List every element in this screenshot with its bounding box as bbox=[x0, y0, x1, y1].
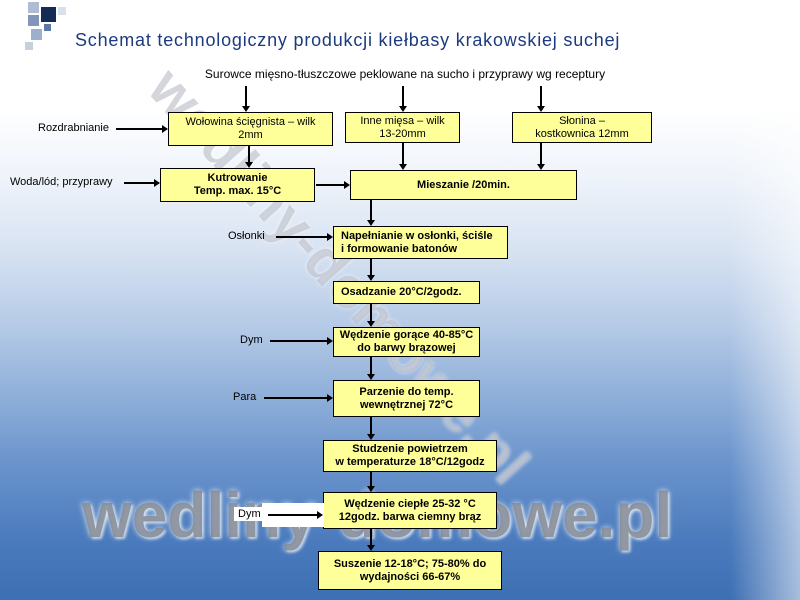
box-inne-miesa-line1: Inne mięsa – wilk bbox=[360, 114, 445, 127]
box-kutrowanie: Kutrowanie Temp. max. 15°C bbox=[160, 168, 315, 202]
deco-square bbox=[28, 15, 39, 26]
box-mieszanie: Mieszanie /20min. bbox=[350, 170, 577, 200]
box-inne-miesa: Inne mięsa – wilk 13-20mm bbox=[345, 112, 460, 143]
arrow-slonina-to-mieszanie bbox=[537, 143, 545, 170]
box-napelnianie-line2: i formowanie batonów bbox=[341, 242, 458, 255]
arrow-source-to-wolowina bbox=[242, 86, 250, 112]
box-napelnianie-line1: Napełnianie w osłonki, ściśle bbox=[341, 229, 493, 242]
box-suszenie-line1: Suszenie 12-18°C; 75-80% do bbox=[333, 557, 487, 570]
page-title: Schemat technologiczny produkcji kiełbas… bbox=[75, 30, 621, 50]
label-dym-1: Dym bbox=[240, 334, 263, 346]
arrow-dym-2 bbox=[268, 511, 323, 519]
box-wedzenie-cieple-line2: 12godz. barwa ciemny brąz bbox=[338, 510, 482, 523]
arrow-source-to-slonina bbox=[537, 86, 545, 112]
right-gradient-band bbox=[730, 0, 800, 600]
box-parzenie: Parzenie do temp. wewnętrznej 72°C bbox=[333, 380, 480, 417]
box-wedzenie-gorace-line1: Wędzenie gorące 40-85°C bbox=[339, 329, 474, 341]
arrow-dym-1 bbox=[270, 337, 333, 345]
arrow-wedzenie-gorace-to-parzenie bbox=[367, 357, 375, 380]
box-wolowina: Wołowina ścięgnista – wilk 2mm bbox=[168, 112, 333, 146]
deco-square bbox=[58, 7, 66, 15]
box-wedzenie-gorace-line2: do barwy brązowej bbox=[357, 342, 456, 354]
arrow-mieszanie-to-napelnianie bbox=[367, 200, 375, 226]
box-osadzanie-line1: Osadzanie 20°C/2godz. bbox=[341, 286, 462, 298]
label-dym-2: Dym bbox=[234, 507, 265, 521]
box-wolowina-line1: Wołowina ścięgnista – wilk bbox=[185, 116, 316, 128]
box-slonina-line1: Słonina – bbox=[559, 114, 605, 127]
arrow-parzenie-to-studzenie bbox=[367, 417, 375, 440]
box-slonina: Słonina – kostkownica 12mm bbox=[512, 112, 652, 143]
box-kutrowanie-line2: Temp. max. 15°C bbox=[193, 185, 282, 197]
arrow-source-to-inne-miesa bbox=[399, 86, 407, 112]
box-kutrowanie-line1: Kutrowanie bbox=[207, 172, 268, 184]
box-napelnianie: Napełnianie w osłonki, ściśle i formowan… bbox=[333, 226, 508, 259]
deco-square bbox=[31, 29, 42, 40]
box-parzenie-line1: Parzenie do temp. bbox=[359, 385, 454, 398]
label-woda-lod-przyprawy: Woda/lód; przyprawy bbox=[10, 176, 113, 188]
box-wedzenie-cieple: Wędzenie ciepłe 25-32 °C 12godz. barwa c… bbox=[323, 492, 497, 529]
box-wedzenie-cieple-line1: Wędzenie ciepłe 25-32 °C bbox=[344, 497, 476, 510]
deco-square bbox=[44, 24, 51, 31]
deco-square bbox=[25, 42, 33, 50]
box-studzenie-line1: Studzenie powietrzem bbox=[352, 443, 468, 455]
arrow-kutrowanie-to-mieszanie bbox=[316, 181, 350, 189]
box-studzenie: Studzenie powietrzem w temperaturze 18°C… bbox=[323, 440, 497, 472]
box-wedzenie-gorace: Wędzenie gorące 40-85°C do barwy brązowe… bbox=[333, 327, 480, 357]
box-suszenie: Suszenie 12-18°C; 75-80% do wydajności 6… bbox=[318, 551, 502, 590]
box-mieszanie-line1: Mieszanie /20min. bbox=[417, 178, 510, 191]
source-line: Surowce mięsno-tłuszczowe peklowane na s… bbox=[204, 67, 606, 81]
box-suszenie-line2: wydajności 66-67% bbox=[359, 570, 461, 583]
label-rozdrabnianie: Rozdrabnianie bbox=[38, 122, 109, 134]
arrow-studzenie-to-wedzenie-cieple bbox=[367, 472, 375, 492]
box-slonina-line2: kostkownica 12mm bbox=[535, 127, 629, 140]
deco-square bbox=[41, 7, 56, 22]
arrow-wolowina-to-kutrowanie bbox=[245, 146, 253, 168]
label-oslonki: Osłonki bbox=[228, 230, 265, 242]
deco-square bbox=[28, 2, 39, 13]
arrow-oslonki bbox=[276, 233, 333, 241]
arrow-inne-miesa-to-mieszanie bbox=[399, 143, 407, 170]
box-parzenie-line2: wewnętrznej 72°C bbox=[359, 398, 454, 411]
box-wolowina-line2: 2mm bbox=[238, 129, 263, 141]
label-para: Para bbox=[233, 391, 257, 403]
box-studzenie-line2: w temperaturze 18°C/12godz bbox=[335, 456, 485, 468]
box-inne-miesa-line2: 13-20mm bbox=[379, 127, 426, 140]
arrow-napelnianie-to-osadzanie bbox=[367, 259, 375, 281]
arrow-para bbox=[264, 394, 333, 402]
box-osadzanie: Osadzanie 20°C/2godz. bbox=[333, 281, 480, 304]
arrow-rozdrabnianie bbox=[116, 125, 168, 133]
arrow-osadzanie-to-wedzenie-gorace bbox=[367, 304, 375, 327]
arrow-wedzenie-cieple-to-suszenie bbox=[367, 529, 375, 551]
arrow-woda-lod bbox=[124, 179, 160, 187]
